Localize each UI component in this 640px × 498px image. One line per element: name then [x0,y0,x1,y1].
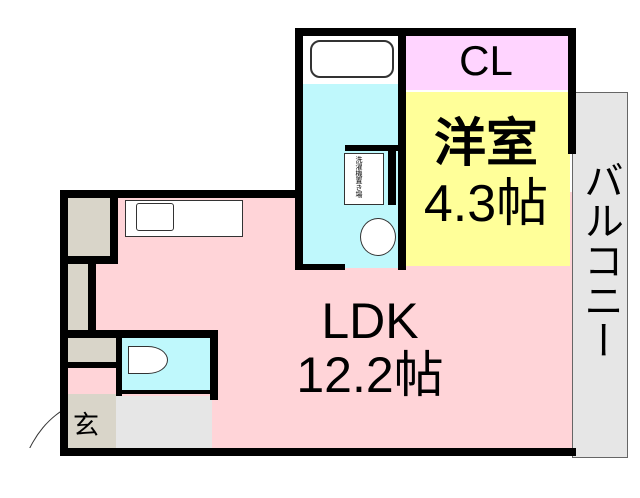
entrance [68,394,116,448]
bath-partition [345,145,402,151]
closet [402,34,570,90]
wall [60,448,576,456]
storage-3 [68,338,118,364]
bath-partition-v [388,145,396,205]
wall [88,258,96,334]
storage-2 [68,264,88,332]
balcony [572,92,628,458]
bathtub-basin [310,40,394,78]
washbasin [360,218,396,256]
balcony-label: バルコニー [578,160,622,360]
wall [398,28,406,270]
wall [295,28,303,270]
closet-label: CL [459,37,513,84]
washer-label: 洗濯機置き場 [355,156,362,198]
floor-plan: バルコニー CL 洋室 4.3帖 洗濯機置き場 玄 LDK 12.2帖 [18,28,628,458]
western-room-size: 4.3帖 [423,175,549,233]
washer-space [344,153,384,205]
wall [210,330,218,400]
wall [60,190,68,456]
wall [60,362,120,368]
wall [295,264,345,270]
hallway [116,396,212,448]
wall [110,198,118,260]
western-room-name: 洋室 [433,115,538,173]
ldk-name: LDK [321,293,419,349]
toilet-icon [128,346,168,374]
western-room [402,92,570,266]
wall [116,390,212,394]
stove-icon [136,203,174,231]
storage [68,198,112,258]
wall [60,330,216,338]
entrance-label: 玄 [72,410,99,440]
wall [568,28,576,154]
ldk-size: 12.2帖 [296,347,444,403]
wall [60,190,302,198]
wall [295,28,576,36]
